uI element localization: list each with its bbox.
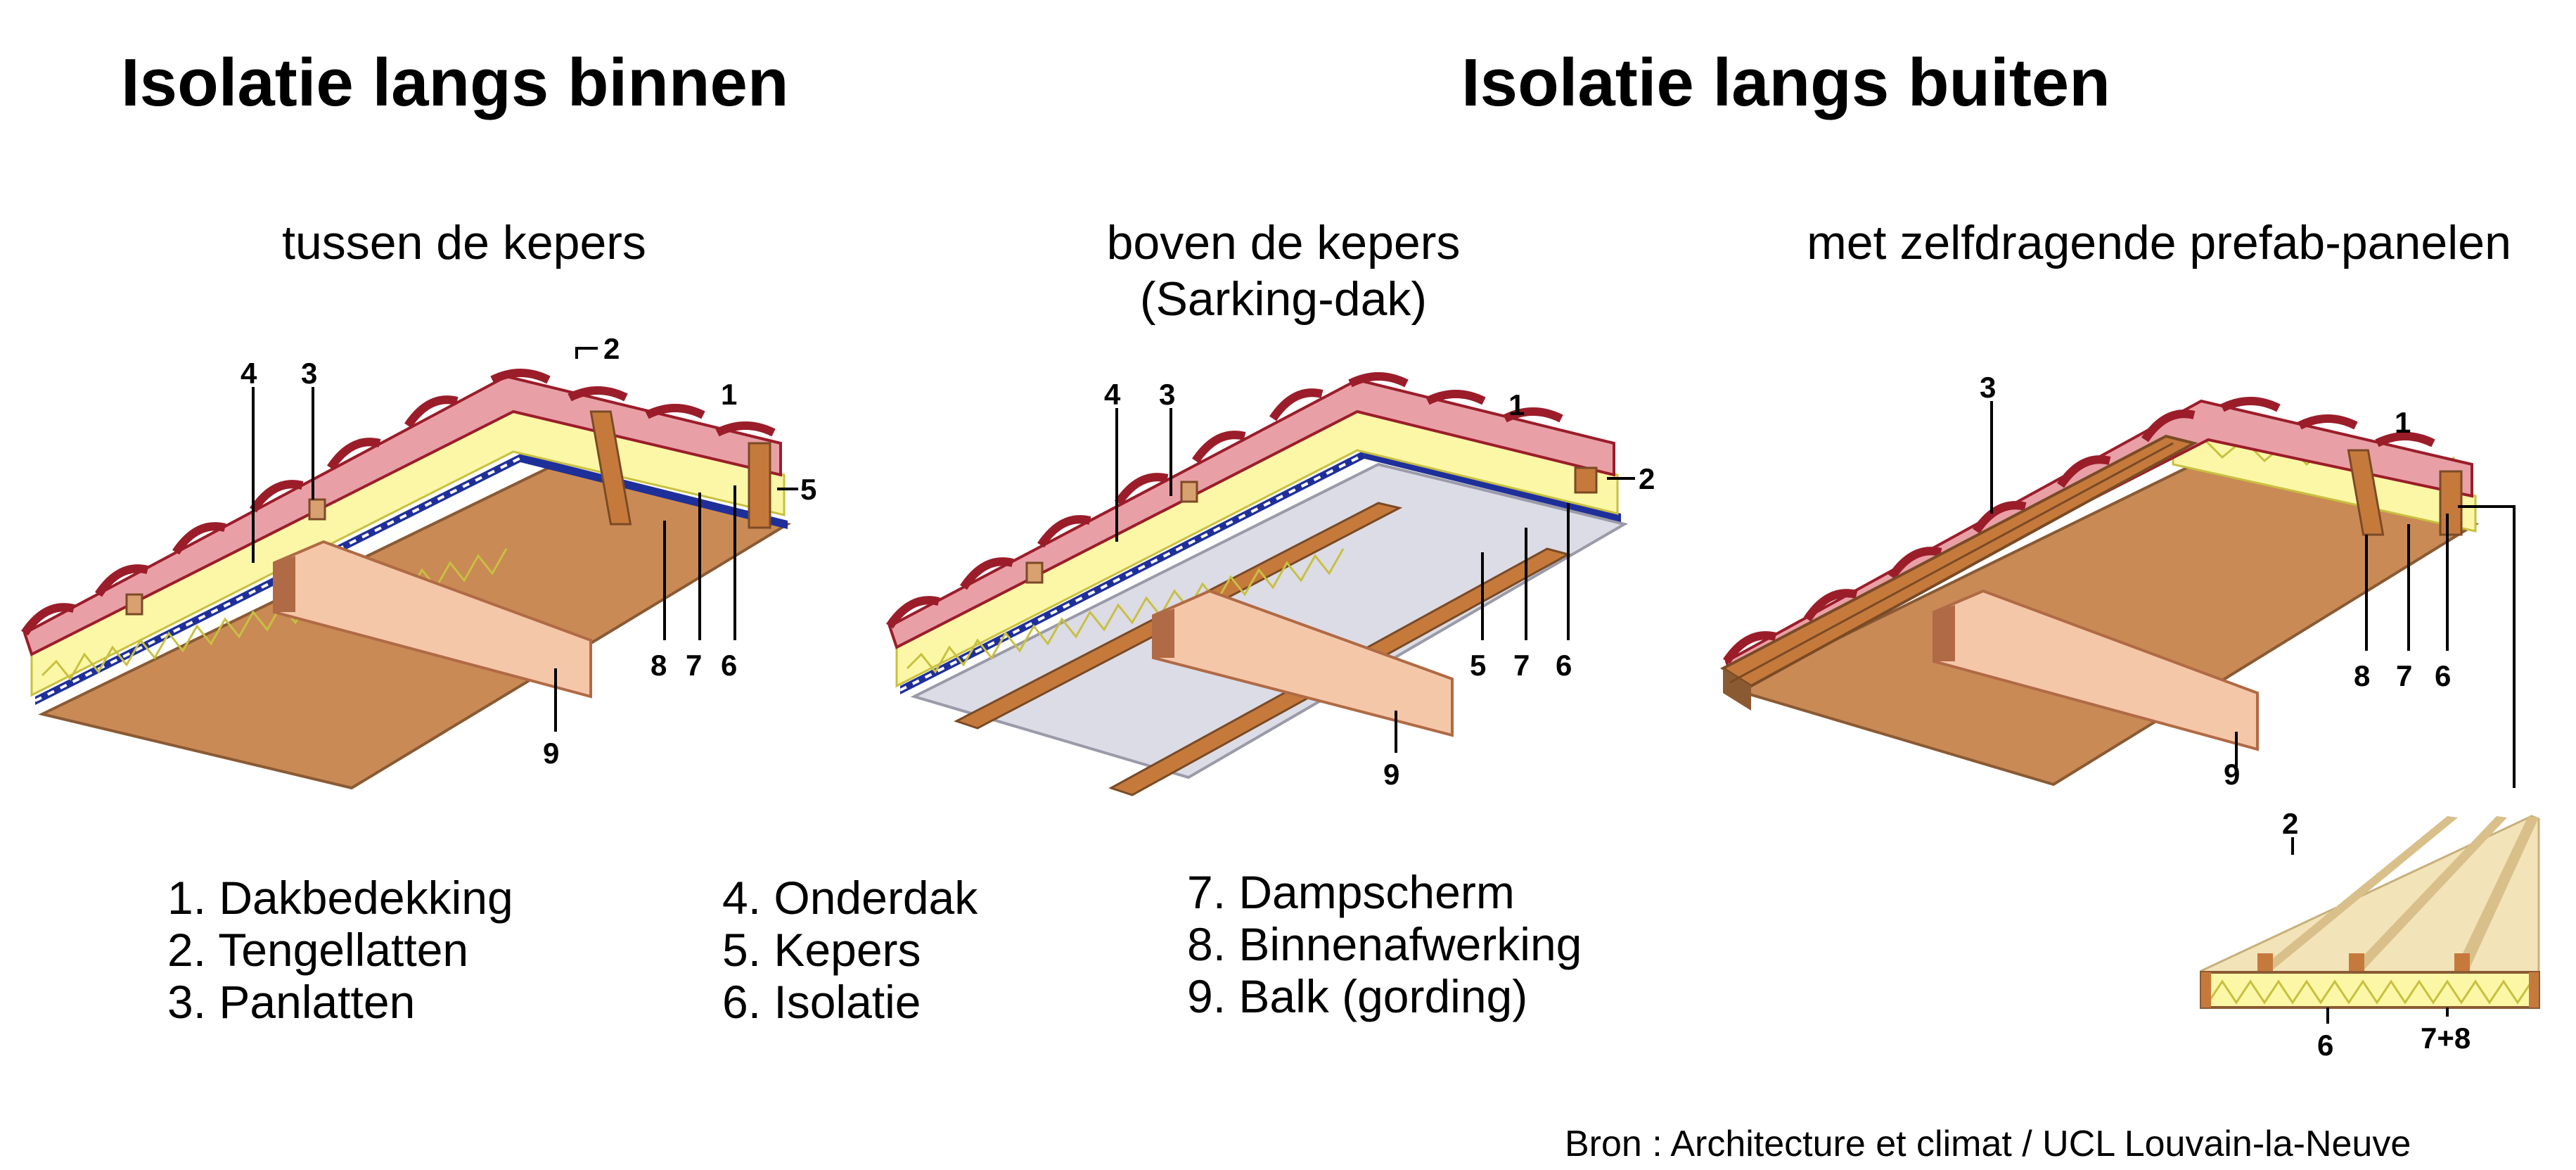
purlin-beam-2 — [1152, 589, 1454, 737]
battens — [125, 410, 771, 616]
diagram-prefab-detail: 2 6 7+8 — [2200, 807, 2540, 1062]
callout-8: 8 — [2354, 659, 2370, 692]
callout-7: 7 — [686, 649, 702, 682]
callout-6: 6 — [2435, 659, 2451, 692]
vapour-barrier-2 — [899, 450, 1621, 694]
legend-item-9: 9. Balk (gording) — [1187, 969, 1528, 1022]
roof-tiles-3 — [1723, 397, 2473, 685]
callout-3: 3 — [301, 357, 317, 390]
callout-5: 5 — [1470, 649, 1486, 682]
callout-2: 2 — [1639, 462, 1655, 495]
callout-9: 9 — [2224, 758, 2240, 791]
subtitle-above-rafters-line2: (Sarking-dak) — [1139, 272, 1428, 326]
legend-item-4: 4. Onderdak — [722, 872, 978, 924]
callout-7: 7 — [1513, 649, 1530, 682]
detail-callouts: 2 6 7+8 — [2282, 807, 2471, 1062]
purlin-beam — [273, 540, 592, 699]
legend-item-6: 6. Isolatie — [722, 975, 921, 1028]
callouts-panel3: 3 1 8 7 6 9 — [1980, 371, 2516, 791]
subtitle-between-rafters: tussen de kepers — [282, 216, 646, 269]
heading-inside: Isolatie langs binnen — [121, 45, 789, 120]
callout-4: 4 — [241, 357, 257, 390]
callout-5: 5 — [800, 473, 816, 506]
legend-item-8: 8. Binnenafwerking — [1187, 917, 1582, 970]
legend-item-7: 7. Dampscherm — [1187, 866, 1515, 918]
callout-1: 1 — [1508, 388, 1525, 421]
roof-tiles-2 — [886, 372, 1615, 649]
subtitle-prefab-panels: met zelfdragende prefab-panelen — [1807, 216, 2511, 269]
callout-9: 9 — [543, 737, 559, 770]
callout-4: 4 — [1104, 378, 1121, 411]
legend-item-1: 1. Dakbedekking — [167, 872, 513, 924]
heading-outside: Isolatie langs buiten — [1461, 45, 2110, 120]
subtitle-above-rafters-line1: boven de kepers — [1106, 216, 1461, 269]
panel-edge-batten — [1719, 434, 2198, 711]
callout-1: 1 — [2395, 406, 2411, 439]
detail-callout-2: 2 — [2282, 807, 2298, 840]
callout-1: 1 — [721, 378, 737, 411]
callout-3: 3 — [1980, 371, 1996, 404]
diagram-above-rafters: 4 3 1 2 5 7 6 9 — [886, 372, 1655, 796]
detail-callout-6: 6 — [2317, 1029, 2333, 1062]
diagram-prefab-panels: 3 1 8 7 6 9 — [1719, 371, 2516, 791]
battens-2 — [1025, 466, 1598, 584]
callout-9: 9 — [1383, 758, 1399, 791]
legend-item-5: 5. Kepers — [722, 923, 921, 976]
roof-tiles — [21, 369, 782, 656]
detail-panel-top — [2200, 815, 2540, 976]
diagram-between-rafters: 4 3 2 1 5 8 7 6 9 — [21, 332, 816, 790]
callout-8: 8 — [651, 649, 667, 682]
detail-insulation — [2200, 971, 2540, 1009]
callout-6: 6 — [1556, 649, 1572, 682]
subtitle-above-rafters: boven de kepers (Sarking-dak) — [1020, 215, 1547, 327]
callout-2: 2 — [603, 332, 620, 365]
callouts-panel2: 4 3 1 2 5 7 6 9 — [1104, 378, 1655, 791]
purlin-beam-3 — [1933, 589, 2259, 751]
callout-6: 6 — [721, 649, 737, 682]
legend-item-3: 3. Panlatten — [167, 975, 416, 1028]
legend-column-3: 7. Dampscherm 8. Binnenafwerking 9. Balk… — [1187, 866, 1582, 1023]
legend-column-1: 1. Dakbedekking 2. Tengellatten 3. Panla… — [167, 872, 513, 1029]
panel-ribs — [2347, 449, 2463, 536]
legend-item-2: 2. Tengellatten — [167, 923, 469, 976]
callouts-panel1: 4 3 2 1 5 8 7 6 9 — [241, 332, 816, 770]
legend-column-2: 4. Onderdak 5. Kepers 6. Isolatie — [722, 872, 978, 1029]
detail-callout-7plus8: 7+8 — [2421, 1022, 2471, 1055]
callout-3: 3 — [1159, 378, 1175, 411]
callout-7: 7 — [2396, 659, 2412, 692]
source-credit: Bron : Architecture et climat / UCL Louv… — [1565, 1124, 2411, 1164]
